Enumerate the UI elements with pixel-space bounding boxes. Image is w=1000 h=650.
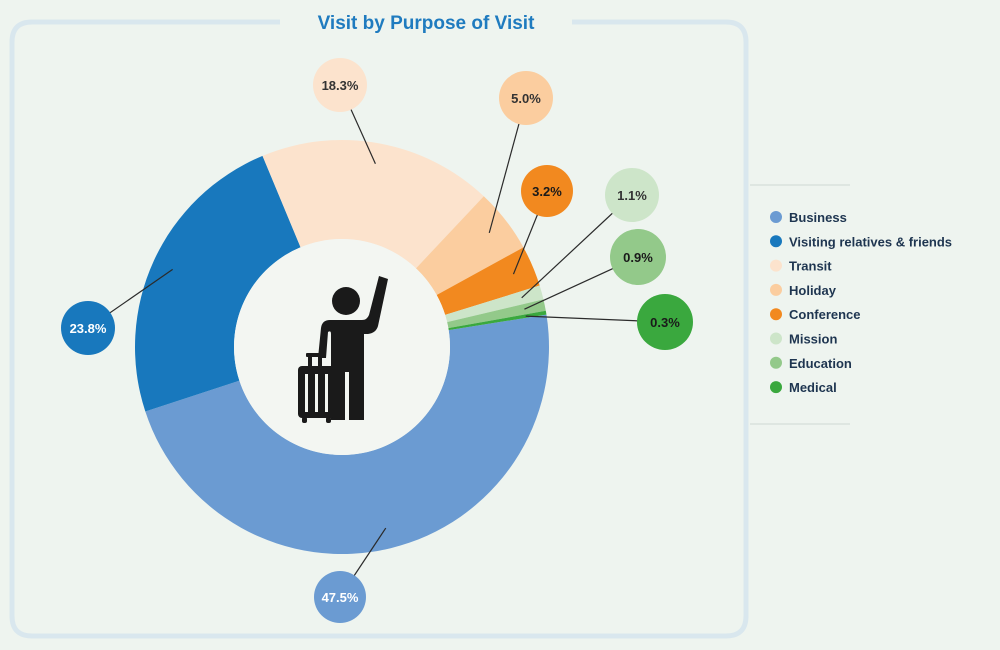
legend-label-mission: Mission bbox=[789, 332, 837, 347]
slice-education bbox=[447, 299, 546, 329]
legend-label-visiting-relatives-friends: Visiting relatives & friends bbox=[789, 234, 952, 249]
data-label-education: 0.9% bbox=[623, 250, 653, 265]
legend-swatch-visiting-relatives-friends bbox=[770, 235, 782, 248]
data-label-transit: 18.3% bbox=[322, 78, 359, 93]
legend-label-conference: Conference bbox=[789, 307, 861, 322]
bubble-mission bbox=[605, 168, 659, 222]
bubble-visiting-relatives-friends bbox=[61, 301, 115, 355]
legend-swatch-holiday bbox=[770, 283, 782, 296]
legend-swatch-transit bbox=[770, 259, 782, 272]
legend-label-business: Business bbox=[789, 210, 847, 225]
slice-conference bbox=[436, 247, 540, 315]
data-label-visiting-relatives-friends: 23.8% bbox=[70, 321, 107, 336]
chart-frame bbox=[9, 19, 749, 639]
legend-label-education: Education bbox=[789, 356, 852, 371]
slice-medical bbox=[448, 310, 547, 331]
slice-business bbox=[145, 314, 550, 554]
legend-swatch-business bbox=[770, 211, 782, 223]
legend-swatch-education bbox=[770, 356, 782, 369]
legend-swatch-conference bbox=[770, 308, 782, 321]
bubble-education bbox=[610, 229, 666, 285]
bubble-holiday bbox=[499, 71, 553, 125]
data-label-holiday: 5.0% bbox=[511, 91, 541, 106]
chart-title: Visit by Purpose of Visit bbox=[318, 13, 535, 34]
slice-holiday bbox=[415, 196, 524, 296]
legend-label-holiday: Holiday bbox=[789, 283, 837, 298]
data-label-business: 47.5% bbox=[322, 590, 359, 605]
slice-mission bbox=[445, 285, 544, 323]
legend-label-medical: Medical bbox=[789, 380, 837, 395]
bubble-medical bbox=[637, 294, 693, 350]
bubble-transit bbox=[313, 58, 367, 112]
legend-label-transit: Transit bbox=[789, 259, 832, 274]
data-label-mission: 1.1% bbox=[617, 188, 647, 203]
slice-transit bbox=[262, 140, 484, 269]
bubble-business bbox=[314, 571, 366, 623]
traveler-with-suitcase-icon bbox=[298, 276, 388, 423]
bubble-conference bbox=[521, 165, 573, 217]
value-bubbles: 47.5% 23.8% 18.3% 5.0% 3.2% 1.1% 0.9% 0.3% bbox=[61, 58, 693, 623]
legend-swatch-mission bbox=[770, 332, 782, 345]
data-label-medical: 0.3% bbox=[650, 315, 680, 330]
slice-visiting-relatives-friends bbox=[134, 155, 301, 412]
legend-swatch-medical bbox=[770, 381, 782, 394]
data-label-conference: 3.2% bbox=[532, 184, 562, 199]
